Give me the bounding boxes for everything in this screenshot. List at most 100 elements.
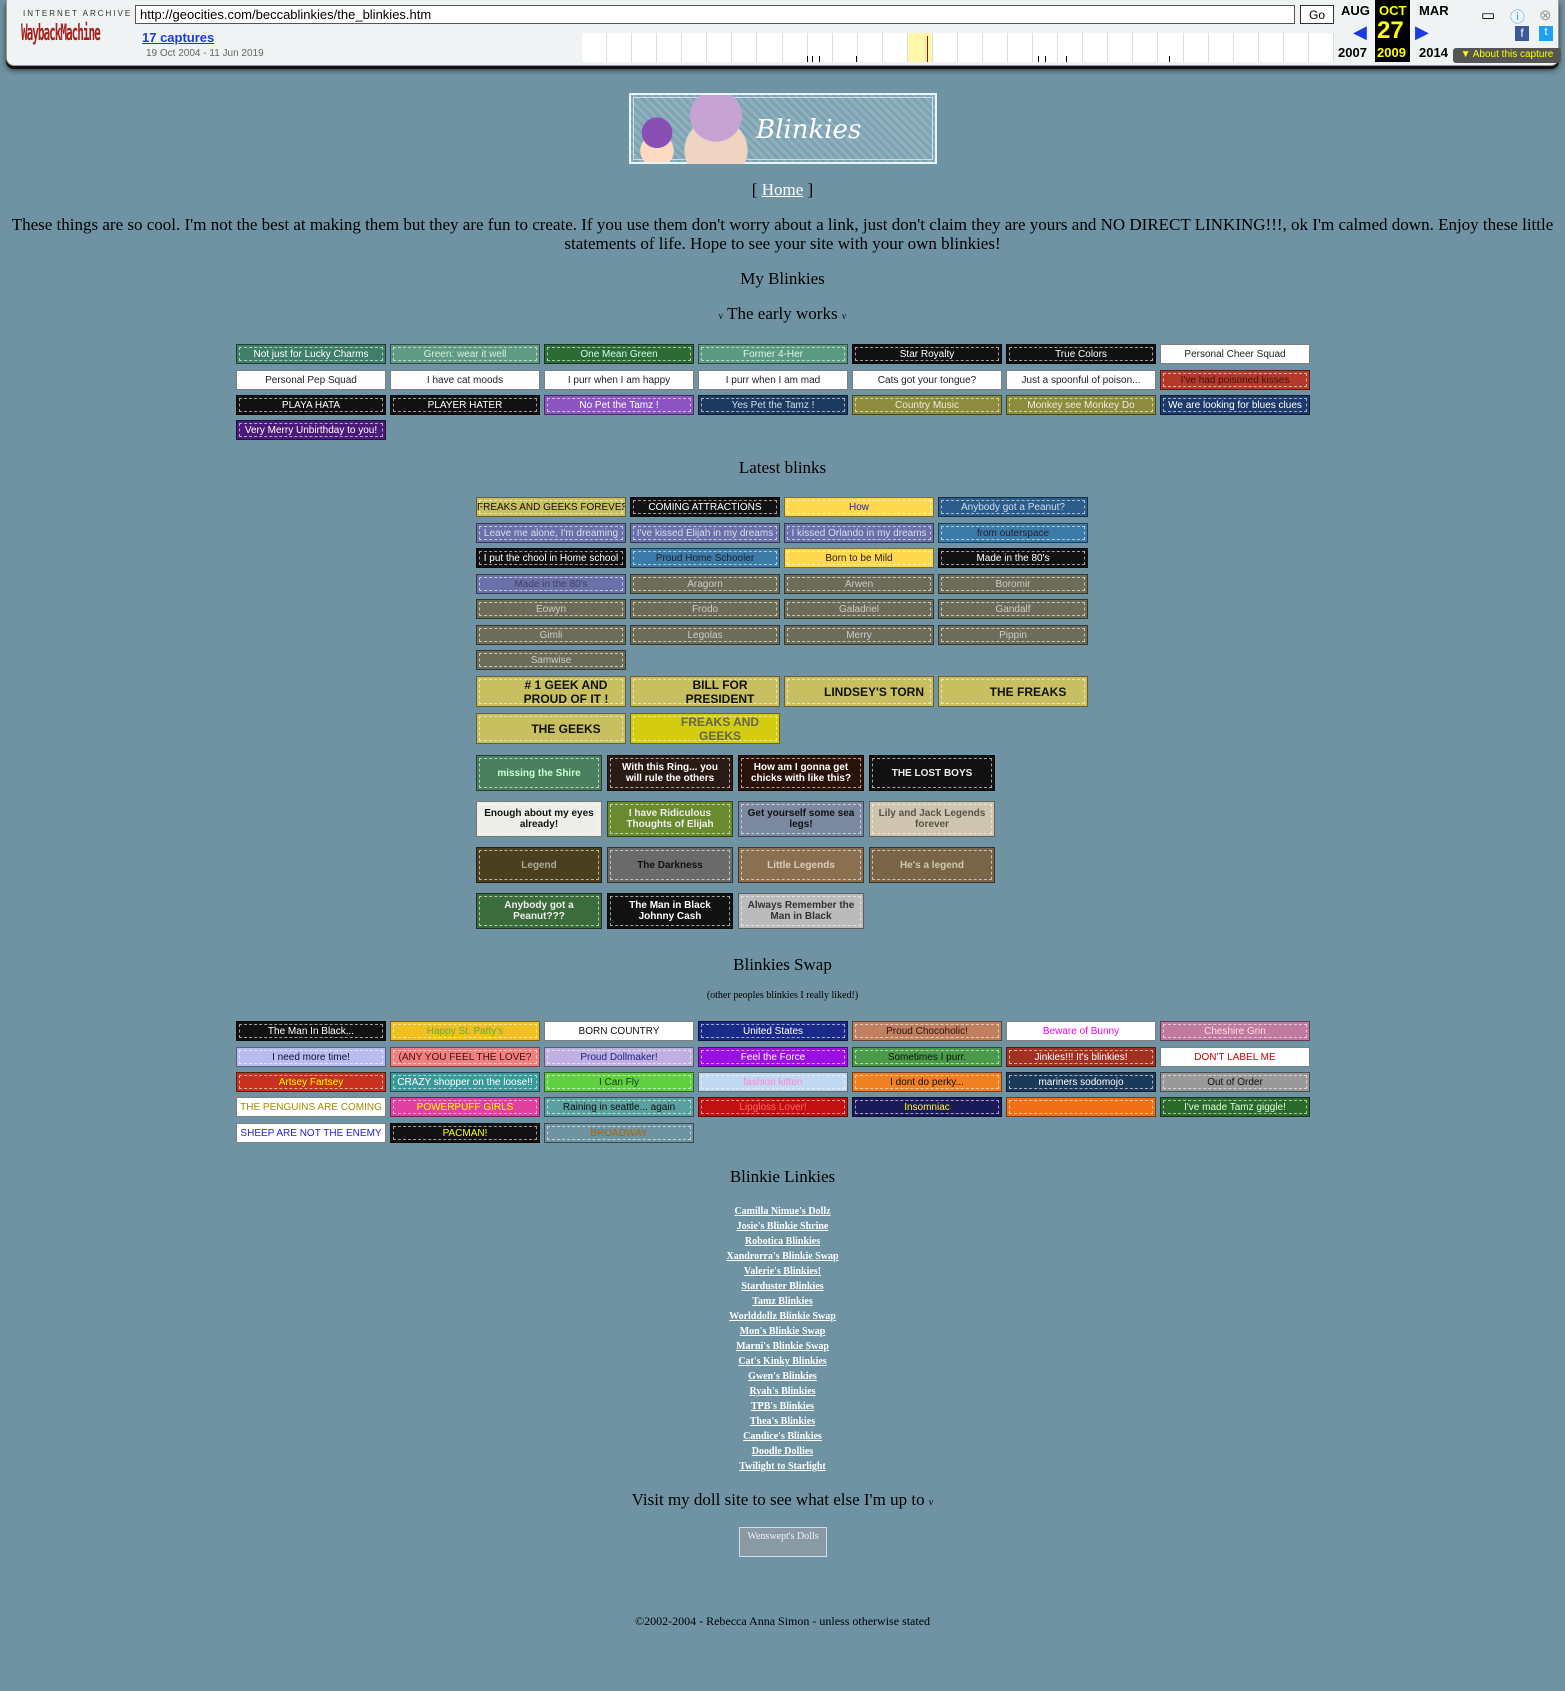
timeline-year[interactable]: [582, 33, 608, 62]
timeline-year[interactable]: [707, 33, 733, 62]
facebook-icon[interactable]: f: [1515, 26, 1529, 41]
blinkie-site-link[interactable]: Cat's Kinky Blinkies: [738, 1356, 827, 1367]
timeline-year[interactable]: [1108, 33, 1134, 62]
url-input[interactable]: http://geocities.com/beccablinkies/the_b…: [135, 5, 1295, 24]
timeline-year[interactable]: [1133, 33, 1159, 62]
capture-tick[interactable]: [1066, 56, 1067, 62]
timeline-year[interactable]: [1284, 33, 1309, 62]
swap-blinkie: BROADWAY: [544, 1123, 694, 1143]
blinkie-site-link[interactable]: Xandrorra's Blinkie Swap: [726, 1251, 839, 1262]
capture-tick[interactable]: [819, 56, 820, 62]
blinkie-site-link[interactable]: TPB's Blinkies: [750, 1401, 815, 1412]
timeline-year[interactable]: [1184, 33, 1209, 62]
early-blinkie: Former 4-Her: [698, 344, 848, 364]
prev-year[interactable]: 2007: [1338, 45, 1367, 60]
picture-blinkie: Always Remember the Man in Black: [738, 893, 864, 929]
home-link[interactable]: Home: [761, 180, 804, 199]
timeline-year[interactable]: [1058, 33, 1084, 62]
timeline-year[interactable]: [958, 33, 983, 62]
capture-tick[interactable]: [927, 36, 928, 62]
picture-blinkie: Legend: [476, 847, 602, 883]
freaks-geeks-blinkie: FREAKS AND GEEKS: [630, 713, 780, 744]
capture-timeline[interactable]: [582, 33, 1334, 62]
latest-blinkie: Arwen: [784, 574, 934, 594]
next-year[interactable]: 2014: [1419, 45, 1448, 60]
list-item: Mon's Blinkie Swap: [0, 1324, 1565, 1339]
capture-tick[interactable]: [856, 56, 857, 62]
timeline-year[interactable]: [983, 33, 1009, 62]
picture-blinkie: He's a legend: [869, 847, 995, 883]
picture-blinkie: missing the Shire: [476, 755, 602, 791]
blinkie-site-link[interactable]: Tamz Blinkies: [752, 1296, 813, 1307]
next-month[interactable]: MAR: [1419, 3, 1449, 18]
help-icon[interactable]: ⓘ: [1510, 9, 1526, 26]
blinkie-site-link[interactable]: Marni's Blinkie Swap: [736, 1341, 829, 1352]
picture-blinkie: Little Legends: [738, 847, 864, 883]
doll-site-button[interactable]: Wenswept's Dolls: [739, 1527, 827, 1557]
blinkie-site-link[interactable]: Starduster Blinkies: [741, 1281, 824, 1292]
timeline-year[interactable]: [1209, 33, 1234, 62]
timeline-year[interactable]: [883, 33, 908, 62]
swap-blinkie: The Man In Black...: [236, 1021, 386, 1041]
go-button[interactable]: Go: [1300, 5, 1334, 24]
capture-tick[interactable]: [812, 56, 813, 62]
blinkie-site-link[interactable]: Robotica Blinkies: [744, 1236, 821, 1247]
timeline-year[interactable]: [1033, 33, 1059, 62]
swap-blinkie: Insomniac: [852, 1097, 1002, 1117]
wayback-logo[interactable]: WaybackMachine: [21, 21, 101, 46]
wayback-toolbar: INTERNET ARCHIVE WaybackMachine http://g…: [6, 0, 1561, 66]
swap-blinkie: POWERPUFF GIRLS: [390, 1097, 540, 1117]
prev-month[interactable]: AUG: [1341, 3, 1370, 18]
timeline-year[interactable]: [833, 33, 858, 62]
next-capture-arrow-icon[interactable]: ▶: [1415, 22, 1429, 42]
freaks-geeks-blinkie: LINDSEY'S TORN: [784, 676, 934, 707]
blinkie-site-link[interactable]: Candice's Blinkies: [743, 1431, 822, 1442]
timeline-year[interactable]: [657, 33, 683, 62]
blinkie-site-link[interactable]: Doodle Dollies: [751, 1446, 814, 1457]
timeline-year[interactable]: [808, 33, 833, 62]
blinkie-site-link[interactable]: Twilight to Starlight: [739, 1461, 826, 1472]
list-item: Candice's Blinkies: [0, 1429, 1565, 1444]
timeline-year[interactable]: [907, 33, 933, 62]
timeline-year[interactable]: [732, 33, 758, 62]
twitter-icon[interactable]: t: [1539, 26, 1553, 41]
captures-link[interactable]: 17 captures: [142, 30, 215, 45]
timeline-year[interactable]: [1158, 33, 1184, 62]
capture-tick[interactable]: [807, 56, 808, 62]
latest-blinkie: I've kissed Elijah in my dreams: [630, 523, 780, 543]
early-blinkie: Just a spoonful of poison...: [1006, 370, 1156, 390]
timeline-year[interactable]: [757, 33, 783, 62]
capture-tick[interactable]: [1045, 56, 1046, 62]
capture-tick[interactable]: [1169, 56, 1170, 62]
prev-capture-arrow-icon[interactable]: ◀: [1353, 22, 1367, 42]
close-icon[interactable]: ⊗: [1539, 7, 1552, 24]
blinkie-site-link[interactable]: Worlddollz Blinkie Swap: [729, 1311, 836, 1322]
timeline-year[interactable]: [1008, 33, 1034, 62]
timeline-year[interactable]: [682, 33, 708, 62]
blinkie-site-link[interactable]: Thea's Blinkies: [749, 1416, 816, 1427]
blinkie-site-link[interactable]: Josie's Blinkie Shrine: [736, 1221, 829, 1232]
blinkie-site-link[interactable]: Camilla Nimue's Dollz: [734, 1206, 831, 1217]
capture-tick[interactable]: [1038, 56, 1039, 62]
blinkie-site-link[interactable]: Valerie's Blinkies!: [743, 1266, 822, 1277]
early-blinkie: True Colors: [1006, 344, 1156, 364]
about-capture-button[interactable]: ▼ About this capture: [1453, 48, 1561, 63]
timeline-year[interactable]: [1083, 33, 1109, 62]
timeline-year[interactable]: [607, 33, 633, 62]
timeline-year[interactable]: [1309, 33, 1334, 62]
blinkie-site-link[interactable]: Mon's Blinkie Swap: [739, 1326, 826, 1337]
blinkie-site-link[interactable]: Gwen's Blinkies: [748, 1371, 817, 1382]
latest-blinkie: Pippin: [938, 625, 1088, 645]
timeline-year[interactable]: [933, 33, 958, 62]
down-mark: v: [928, 1497, 934, 1507]
timeline-year[interactable]: [858, 33, 883, 62]
window-icon[interactable]: ▭: [1481, 7, 1496, 24]
swap-blinkie: I've made Tamz giggle!: [1160, 1097, 1310, 1117]
timeline-year[interactable]: [783, 33, 808, 62]
timeline-year[interactable]: [1234, 33, 1259, 62]
early-blinkie: Green: wear it well: [390, 344, 540, 364]
timeline-year[interactable]: [632, 33, 658, 62]
blinkie-site-link[interactable]: Ryah's Blinkies: [749, 1386, 816, 1397]
timeline-year[interactable]: [1259, 33, 1284, 62]
